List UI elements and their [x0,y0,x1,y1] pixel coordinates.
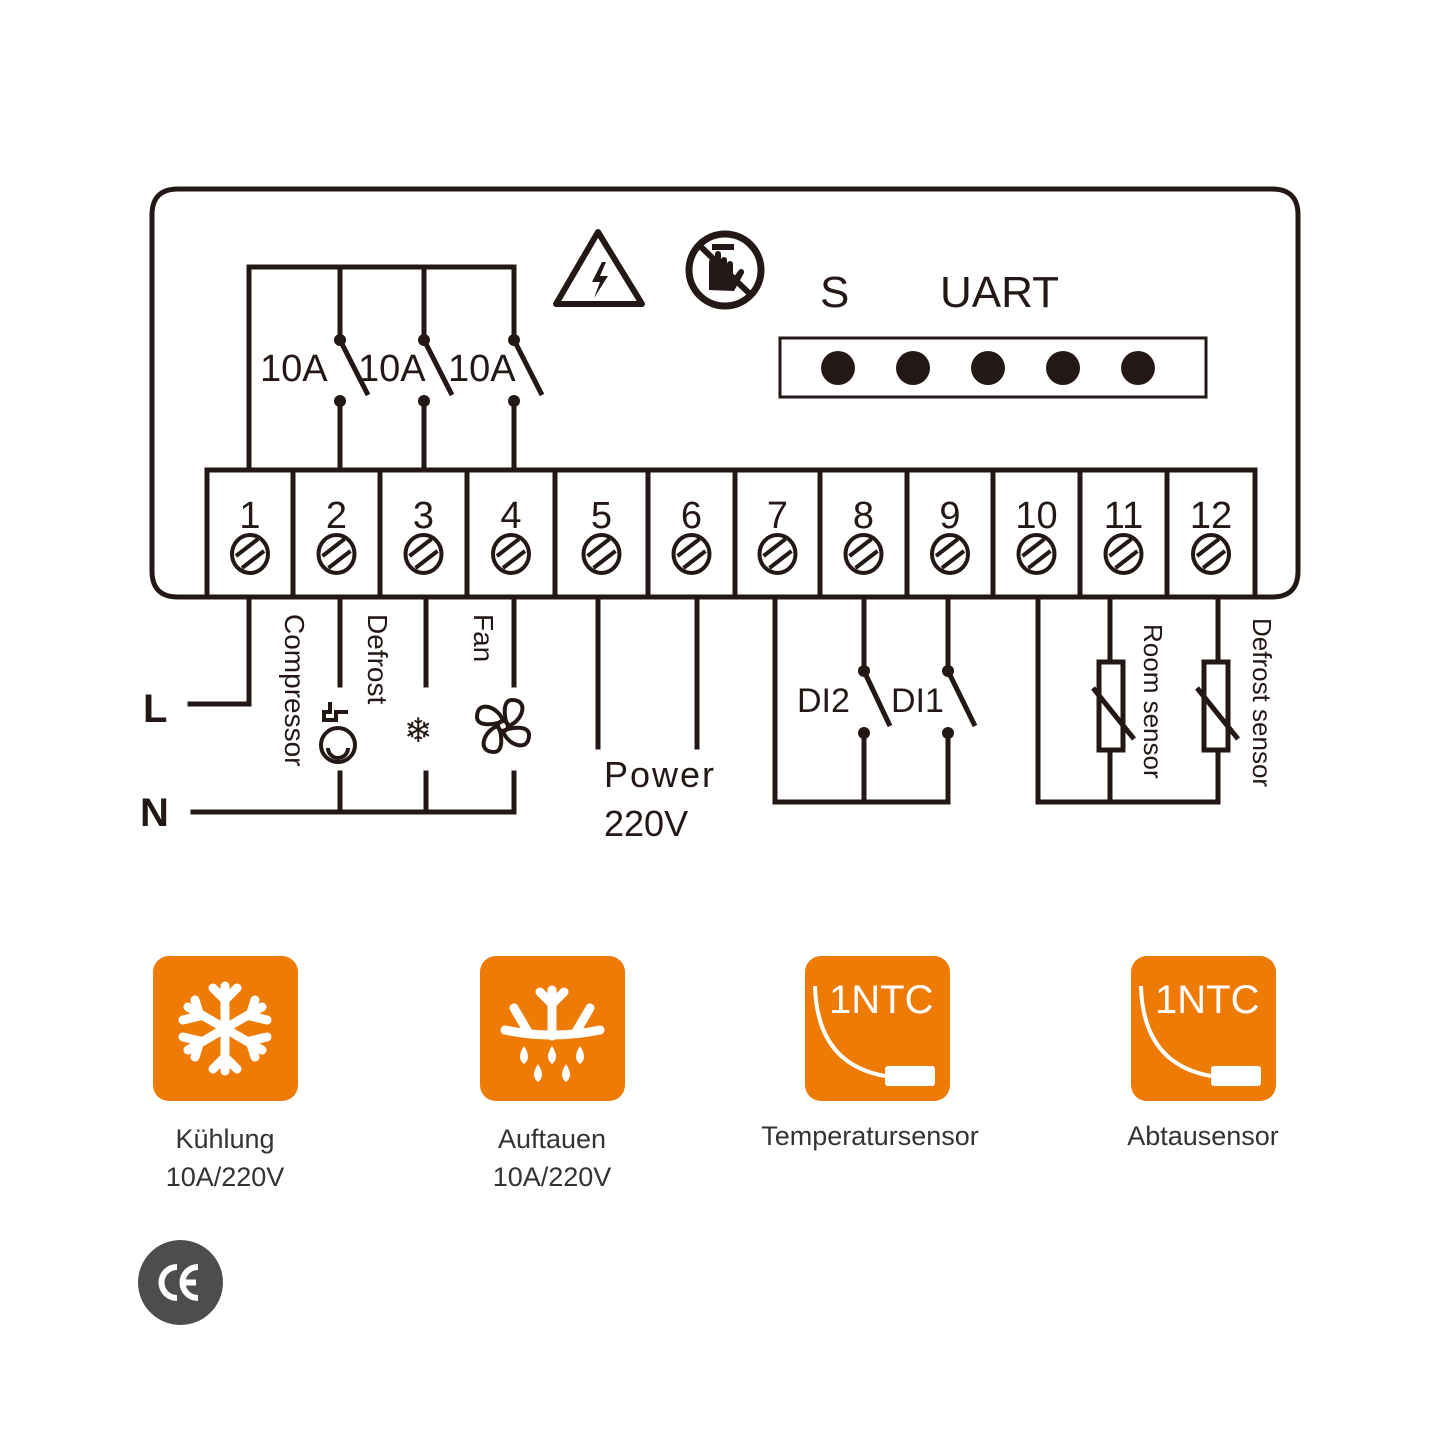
screw-icon [930,533,970,575]
uart-pin [896,351,930,385]
ntc-sensor-icon: 1NTC [1131,956,1276,1101]
ntc-badge: 1NTC [829,978,933,1022]
terminal-10[interactable]: 10 [990,470,1058,597]
uart-pin [971,351,1005,385]
terminal-number: 3 [413,495,434,537]
screw-icon [1103,533,1144,575]
relay-switch-2 [418,334,455,470]
terminal-number: 10 [1015,495,1057,537]
defrost-icon: ❄ [404,712,433,750]
relay-rating-2: 10A [358,348,426,390]
legend-label-defrost: Auftauen 10A/220V [402,1120,702,1196]
screw-icon [230,533,270,575]
wire-n [190,770,517,815]
screw-icon [671,533,712,575]
defrost-sensor-thermistor-icon [1195,659,1240,753]
svg-text:❄: ❄ [404,712,433,750]
terminal-number: 1 [239,495,260,537]
relays [334,334,545,470]
di1-switch [942,665,978,739]
legend-label-cooling: Kühlung 10A/220V [75,1120,375,1196]
screw-icon [403,533,444,575]
terminal-11[interactable]: 11 [1077,470,1144,597]
line-label-l: L [143,687,167,731]
relay-rating-1: 10A [260,348,328,390]
controller-housing [149,186,1301,600]
legend-label-temperature-sensor: Temperatursensor [720,1117,1020,1155]
room-sensor-thermistor-icon [1091,659,1136,753]
terminal-7[interactable]: 7 [732,470,798,597]
screw-icon [581,533,622,575]
fan-icon [474,697,532,755]
uart-connector[interactable] [778,336,1208,399]
uart-label: UART [940,268,1059,317]
terminal-number: 12 [1190,495,1232,537]
terminal-2[interactable]: 2 [290,470,357,597]
legend-rating: 10A/220V [165,1162,285,1192]
load-label-compressor: Compressor [279,614,310,766]
uart-pin [1121,351,1155,385]
terminal-number: 11 [1104,495,1143,537]
load-label-fan: Fan [468,614,499,662]
line-label-n: N [140,791,169,835]
ntc-badge: 1NTC [1155,978,1259,1022]
uart-pins [821,351,1155,385]
defrost-sensor-label: Defrost sensor [1247,618,1277,787]
screw-icon [491,533,531,575]
load-label-defrost: Defrost [362,614,393,704]
terminal-number: 8 [853,495,874,537]
screw-icon [316,533,357,575]
legend-title: Auftauen [497,1124,607,1154]
screw-icon [1191,533,1231,575]
power-voltage: 220V [604,803,688,844]
ce-mark-icon [138,1240,223,1325]
terminal-9[interactable]: 9 [904,470,970,597]
room-sensor-label: Room sensor [1138,624,1168,779]
legend-label-defrost-sensor: Abtausensor [1053,1117,1353,1155]
terminal-12[interactable]: 12 [1164,470,1232,597]
legend-title: Temperatursensor [761,1121,979,1151]
uart-pin [821,351,855,385]
di1-label: DI1 [891,682,944,720]
uart-s-label: S [820,268,849,317]
power-label: Power [604,754,716,795]
relay-switch-3 [508,334,545,470]
terminal-number: 9 [939,495,960,537]
compressor-icon [319,702,357,764]
relay-switch-1 [334,334,371,470]
uart-pin [1046,351,1080,385]
terminal-5[interactable]: 5 [552,470,622,597]
wire-l [187,594,252,707]
di2-switch [858,665,893,739]
ntc-sensor-icon: 1NTC [805,956,950,1101]
screw-icon [1016,533,1057,575]
legend-title: Abtausensor [1127,1121,1279,1151]
defrost-icon [480,956,625,1101]
relay-rating-3: 10A [448,348,516,390]
terminal-number: 7 [767,495,788,537]
terminal-number: 2 [326,495,347,537]
screw-icon [843,533,884,575]
terminal-6[interactable]: 6 [645,470,712,597]
terminal-1[interactable]: 1 [230,495,270,575]
snowflake-icon [153,956,298,1101]
legend-title: Kühlung [175,1124,275,1154]
terminal-number: 4 [500,495,521,537]
terminal-3[interactable]: 3 [377,470,444,597]
di2-label: DI2 [797,682,850,720]
terminal-number: 6 [681,495,702,537]
no-touch-icon [685,230,765,310]
legend-rating: 10A/220V [492,1162,612,1192]
high-voltage-warning-icon [553,229,645,307]
terminal-8[interactable]: 8 [817,470,884,597]
terminal-4[interactable]: 4 [464,470,531,597]
wire-sensor-common [1035,594,1221,805]
screw-icon [757,533,798,575]
relay-common-bus [246,264,517,473]
terminal-number: 5 [591,495,612,537]
